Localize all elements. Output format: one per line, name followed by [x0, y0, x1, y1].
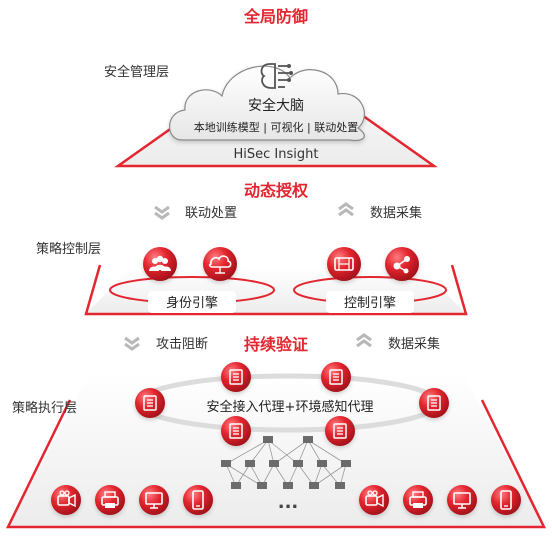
users-group-icon	[143, 247, 177, 281]
printer-icon	[403, 485, 433, 515]
title-continuous-verify: 持续验证	[244, 335, 308, 354]
agent-device-icon	[221, 362, 251, 392]
control-engine-label: 控制引擎	[344, 296, 396, 311]
firewall-icon	[327, 247, 361, 281]
title-dynamic-auth: 动态授权	[244, 181, 309, 200]
share-nodes-icon	[385, 247, 419, 281]
agent-device-icon	[321, 362, 351, 392]
monitor-icon	[139, 485, 169, 515]
network-switches	[221, 436, 351, 489]
chevron-up-icon	[355, 333, 373, 348]
agent-device-icon	[135, 388, 165, 418]
flow-linkage-label: 联动处置	[185, 206, 237, 221]
flow-attack-block-label: 攻击阻断	[156, 337, 208, 352]
flow-collect-bottom-label: 数据采集	[388, 336, 440, 352]
agent-label: 安全接入代理+环境感知代理	[207, 399, 374, 415]
chevron-down-icon	[153, 205, 171, 220]
chevron-down-icon	[123, 336, 141, 351]
cloud-network-icon	[203, 247, 237, 281]
cloud-features: 本地训练模型 | 可视化 | 联动处置	[194, 120, 358, 134]
agent-device-icon	[325, 416, 355, 446]
cloud-title: 安全大脑	[248, 97, 304, 114]
layer-label-policy-exec: 策略执行层	[12, 400, 77, 416]
camera-icon	[359, 485, 389, 515]
flow-collect-top-label: 数据采集	[370, 205, 422, 221]
brain-chip-icon	[260, 63, 293, 89]
identity-engine-label: 身份引擎	[166, 295, 218, 311]
mobile-phone-icon	[491, 485, 521, 515]
monitor-icon	[447, 485, 477, 515]
management-layer: 安全管理层 安全大脑 本地训练模型 | 可视化 | 联动处置 HiSec Ins…	[104, 52, 438, 168]
policy-control-layer: 策略控制层 身份引擎 控制引擎	[36, 241, 468, 316]
network-ellipsis: ...	[278, 492, 299, 513]
chevron-up-icon	[337, 202, 355, 217]
agent-device-icon	[221, 416, 251, 446]
policy-exec-layer: 策略执行层 安全接入代理+环境感知代理	[5, 362, 547, 529]
cloud-product: HiSec Insight	[234, 147, 319, 162]
agent-device-icon	[419, 388, 449, 418]
title-global-defense: 全局防御	[243, 7, 308, 26]
security-brain-cloud	[169, 65, 365, 142]
layer-label-policy-control: 策略控制层	[36, 241, 101, 257]
mobile-phone-icon	[183, 485, 213, 515]
layer-label-management: 安全管理层	[104, 64, 169, 80]
camera-icon	[51, 485, 81, 515]
printer-icon	[95, 485, 125, 515]
